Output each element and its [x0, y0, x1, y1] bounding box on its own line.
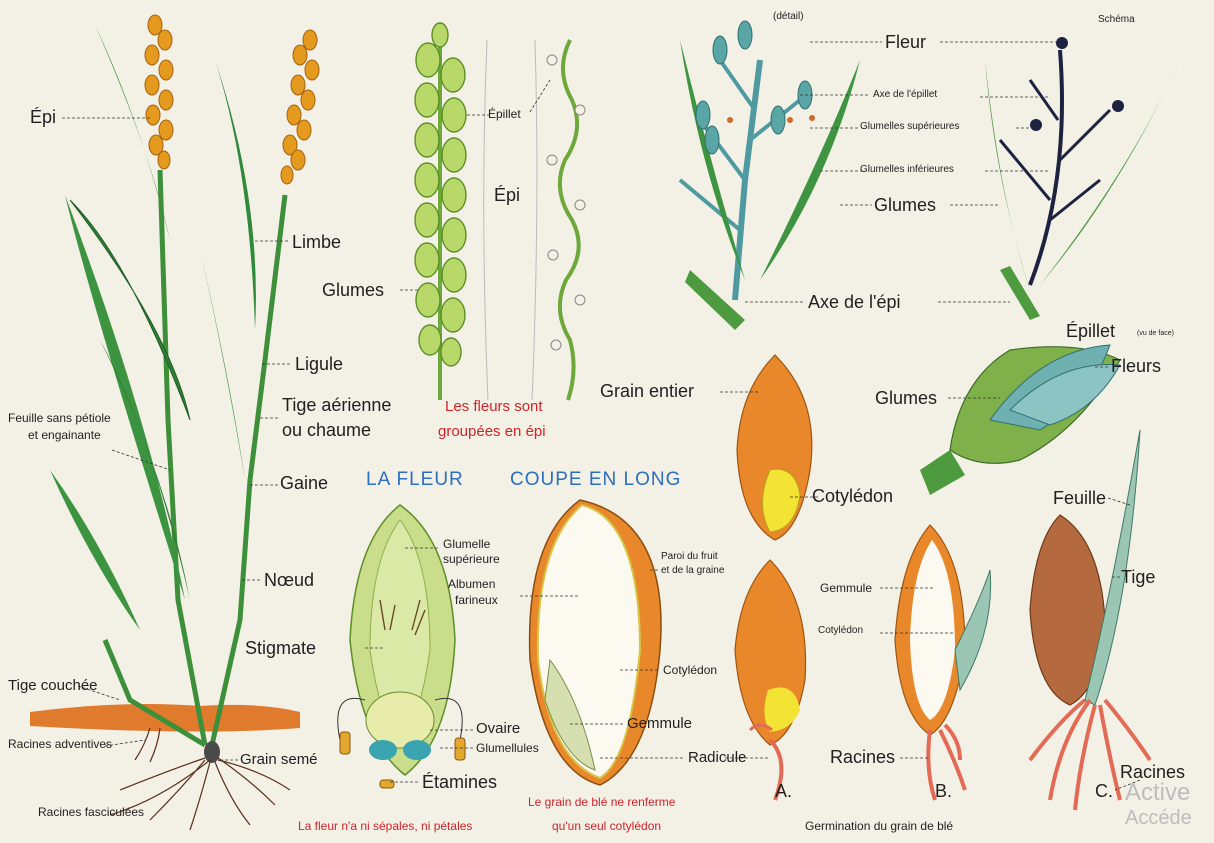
label-feuille-c: Feuille — [1053, 489, 1106, 508]
label-epillet-face: Épillet — [1066, 322, 1115, 341]
label-axe-epillet: Axe de l'épillet — [873, 90, 937, 101]
label-racines-b: Racines — [830, 748, 895, 767]
label-stigmate: Stigmate — [245, 639, 316, 658]
label-feuille-sans-petiole: Feuille sans pétiole — [8, 412, 111, 425]
label-glumes-face: Glumes — [875, 389, 937, 408]
caption-grain-ble-1: Le grain de blé ne renferme — [528, 796, 675, 809]
label-albumen-1: Albumen — [448, 578, 495, 591]
label-letter-a: A. — [775, 782, 792, 801]
label-tige-c: Tige — [1121, 568, 1155, 587]
caption-germination: Germination du grain de blé — [805, 820, 953, 833]
label-tige-aerienne: Tige aérienne — [282, 396, 391, 415]
label-cotyledon-whole: Cotylédon — [812, 487, 893, 506]
label-letter-b: B. — [935, 782, 952, 801]
label-gemmule-section: Gemmule — [627, 716, 692, 732]
label-glumellules: Glumellules — [476, 742, 539, 755]
label-vu-de-face: (vu de face) — [1137, 330, 1174, 337]
heading-coupe-en-long: COUPE EN LONG — [510, 470, 681, 490]
heading-la-fleur: LA FLEUR — [366, 470, 464, 490]
label-cotyledon-section: Cotylédon — [663, 664, 717, 677]
caption-fleurs-groupees-1: Les fleurs sont — [445, 399, 543, 415]
label-noeud: Nœud — [264, 571, 314, 590]
label-albumen-2: farineux — [455, 594, 498, 607]
label-paroi-1: Paroi du fruit — [661, 552, 718, 563]
label-gaine: Gaine — [280, 474, 328, 493]
caption-ni-sepales: La fleur n'a ni sépales, ni pétales — [298, 820, 472, 833]
label-tige-couchee: Tige couchée — [8, 678, 98, 694]
label-letter-c: C. — [1095, 782, 1113, 801]
label-radicule: Radicule — [688, 750, 746, 766]
caption-grain-ble-2: qu'un seul cotylédon — [552, 820, 661, 833]
label-engainante: et engainante — [28, 429, 101, 442]
label-glumelle-sup-2: supérieure — [443, 553, 500, 566]
caption-fleurs-groupees-2: groupées en épi — [438, 424, 546, 440]
label-detail: (détail) — [773, 12, 804, 23]
watermark-line1: Active — [1125, 780, 1190, 805]
label-epi: Épi — [30, 108, 56, 127]
label-glumelle-sup-1: Glumelle — [443, 538, 490, 551]
label-glumelles-inf: Glumelles inférieures — [860, 165, 954, 176]
label-glumes-spike: Glumes — [322, 281, 384, 300]
label-axe-epi: Axe de l'épi — [808, 293, 901, 312]
label-etamines: Étamines — [422, 773, 497, 792]
label-epillet: Épillet — [488, 108, 521, 121]
label-cotyledon-b: Cotylédon — [818, 626, 863, 637]
label-fleur: Fleur — [885, 33, 926, 52]
label-ovaire: Ovaire — [476, 721, 520, 737]
watermark-line2: Accéde — [1125, 808, 1192, 829]
label-grain-entier: Grain entier — [600, 382, 694, 401]
label-schema: Schéma — [1098, 15, 1135, 26]
label-grain-seme: Grain semé — [240, 752, 318, 768]
label-paroi-2: et de la graine — [661, 566, 724, 577]
label-racines-adventives: Racines adventives — [8, 738, 112, 751]
label-racines-fasciculees: Racines fasciculées — [38, 806, 144, 819]
label-glumelles-sup: Glumelles supérieures — [860, 122, 960, 133]
label-epi-mid: Épi — [494, 186, 520, 205]
label-ligule: Ligule — [295, 355, 343, 374]
label-gemmule-b: Gemmule — [820, 582, 872, 595]
label-glumes-detail: Glumes — [874, 196, 936, 215]
label-ou-chaume: ou chaume — [282, 421, 371, 440]
label-fleurs: Fleurs — [1111, 357, 1161, 376]
label-limbe: Limbe — [292, 233, 341, 252]
